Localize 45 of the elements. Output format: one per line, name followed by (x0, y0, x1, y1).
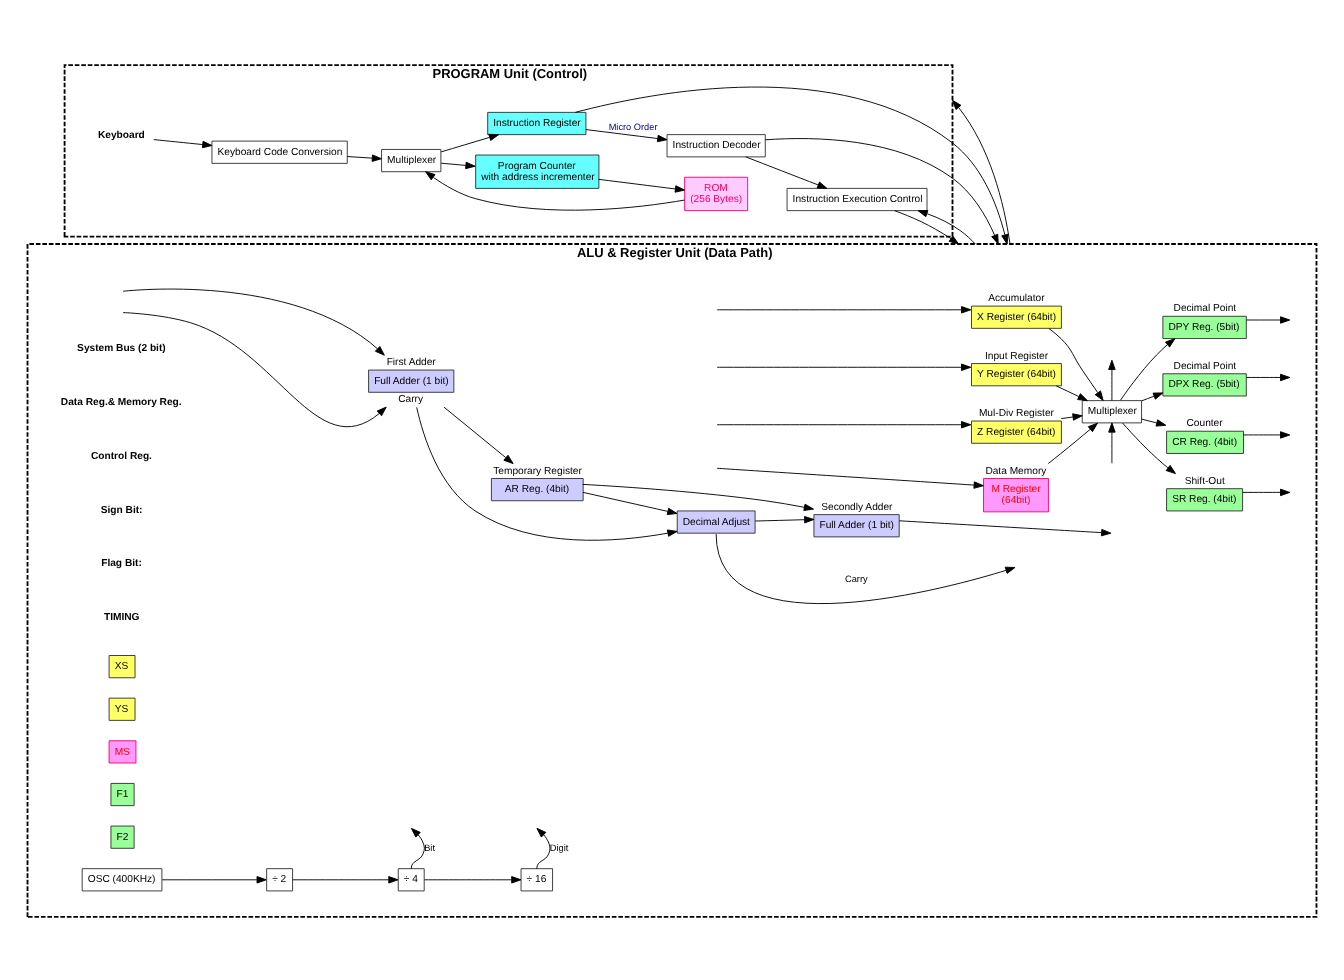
arrow (716, 466, 984, 488)
arrow (716, 420, 972, 428)
arrow (410, 826, 425, 869)
arrow (1246, 315, 1291, 323)
arrow (440, 160, 476, 169)
arrow (153, 138, 213, 148)
arrow (424, 875, 522, 883)
arrow (122, 311, 387, 427)
arrow (416, 405, 678, 540)
arrow (1055, 384, 1088, 401)
arrow (898, 519, 1112, 536)
arrow (1060, 412, 1083, 420)
arrow (754, 515, 815, 523)
arrow (745, 155, 828, 188)
arrow (764, 137, 999, 244)
arrow (1246, 372, 1291, 381)
arrow (292, 875, 399, 883)
arrow (582, 490, 678, 515)
arrow (425, 170, 686, 210)
arrow (1242, 487, 1291, 496)
arrow (536, 826, 551, 869)
arrow (952, 98, 1011, 244)
arrow (917, 209, 976, 244)
arrow (715, 532, 1016, 603)
arrow (716, 305, 972, 313)
arrow (1108, 358, 1116, 401)
arrow (1141, 391, 1164, 401)
arrow (440, 132, 500, 152)
arrow (161, 875, 267, 883)
arrow (1048, 327, 1104, 400)
arrow (1122, 421, 1176, 474)
arrow (346, 153, 382, 161)
arrow (122, 287, 385, 355)
arrow (585, 128, 668, 142)
arrow (582, 482, 814, 510)
arrow (598, 177, 686, 192)
arrow (894, 209, 960, 244)
arrow (443, 405, 514, 464)
arrow (1141, 417, 1167, 426)
arrow (575, 85, 1009, 244)
arrow (1047, 421, 1098, 463)
arrow (1108, 421, 1116, 463)
arrow (1242, 430, 1291, 438)
arrow (716, 362, 972, 370)
arrow (1120, 337, 1176, 400)
